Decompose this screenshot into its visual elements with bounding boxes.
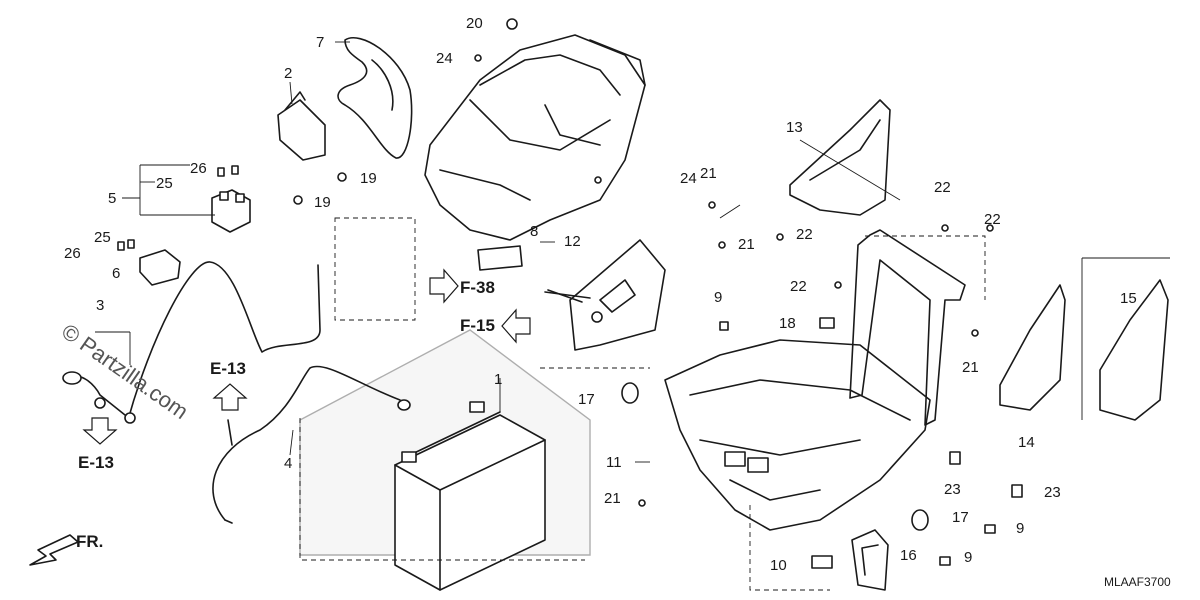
callout-numbers: 1 2 3 4 5 6 7 8 9 9 9 10 11 12 13 14 15 … bbox=[64, 15, 1137, 574]
callout-18: 18 bbox=[779, 315, 796, 332]
side-cover-left[interactable] bbox=[337, 37, 413, 159]
callout-22b: 22 bbox=[984, 211, 1001, 228]
callout-22a: 22 bbox=[934, 179, 951, 196]
front-indicator: FR. bbox=[29, 532, 103, 566]
callout-25a: 25 bbox=[156, 175, 173, 192]
callout-7: 7 bbox=[316, 34, 324, 51]
callout-19b: 19 bbox=[314, 194, 331, 211]
callout-21b: 21 bbox=[738, 236, 755, 253]
inner-panel-far-right[interactable] bbox=[1099, 279, 1169, 421]
callout-25b: 25 bbox=[94, 229, 111, 246]
svg-text:FR.: FR. bbox=[76, 532, 103, 551]
callout-26a: 26 bbox=[190, 160, 207, 177]
callout-15: 15 bbox=[1120, 290, 1137, 307]
starter-relay[interactable] bbox=[211, 189, 251, 233]
svg-text:F-38: F-38 bbox=[460, 278, 495, 297]
callout-1: 1 bbox=[494, 371, 502, 388]
battery[interactable] bbox=[299, 329, 591, 591]
callout-12: 12 bbox=[564, 233, 581, 250]
battery-cable-negative[interactable] bbox=[62, 261, 321, 424]
terminal-bolts bbox=[117, 165, 239, 251]
callout-10: 10 bbox=[770, 557, 787, 574]
battery-band[interactable] bbox=[851, 529, 889, 591]
callout-23b: 23 bbox=[1044, 484, 1061, 501]
battery-cable-positive[interactable] bbox=[212, 365, 411, 524]
svg-text:F-15: F-15 bbox=[460, 316, 495, 335]
callout-21a: 21 bbox=[700, 165, 717, 182]
battery-stay[interactable] bbox=[849, 229, 966, 426]
luggage-box[interactable] bbox=[424, 34, 646, 241]
callout-21d: 21 bbox=[604, 490, 621, 507]
callout-8: 8 bbox=[530, 223, 538, 240]
callout-19a: 19 bbox=[360, 170, 377, 187]
callout-11: 11 bbox=[606, 454, 622, 471]
callout-24a: 24 bbox=[436, 50, 453, 67]
callout-21c: 21 bbox=[962, 359, 979, 376]
luggage-label bbox=[477, 245, 523, 271]
callout-16: 16 bbox=[900, 547, 917, 564]
callout-20: 20 bbox=[466, 15, 483, 32]
svg-text:E-13: E-13 bbox=[210, 359, 246, 378]
battery-cover-plate[interactable] bbox=[547, 239, 666, 351]
callout-2: 2 bbox=[284, 65, 292, 82]
leader-lines bbox=[95, 41, 1170, 463]
ref-f38-arrow[interactable]: F-38 bbox=[429, 268, 495, 304]
callout-17a: 17 bbox=[578, 391, 595, 408]
battery-tray[interactable] bbox=[664, 339, 931, 531]
callout-17b: 17 bbox=[952, 509, 969, 526]
watermark: © Partzilla.com bbox=[57, 319, 193, 425]
callout-6: 6 bbox=[112, 265, 120, 282]
callout-9b: 9 bbox=[1016, 520, 1024, 537]
callout-23a: 23 bbox=[944, 481, 961, 498]
ref-f15-arrow[interactable]: F-15 bbox=[460, 308, 531, 344]
ref-e13-lower[interactable]: E-13 bbox=[78, 417, 118, 472]
callout-14: 14 bbox=[1018, 434, 1035, 451]
dashed-boundaries bbox=[299, 217, 986, 591]
callout-24b: 24 bbox=[680, 170, 697, 187]
callout-4: 4 bbox=[284, 455, 292, 472]
relay-cover[interactable] bbox=[277, 91, 326, 161]
fasteners bbox=[94, 18, 1023, 569]
inner-panel-right[interactable] bbox=[999, 284, 1066, 411]
ref-e13-upper[interactable]: E-13 bbox=[210, 359, 248, 411]
callout-9c: 9 bbox=[964, 549, 972, 566]
callout-3: 3 bbox=[96, 297, 104, 314]
diagram-code: MLAAF3700 bbox=[1104, 575, 1171, 589]
relay-boot[interactable] bbox=[139, 249, 181, 286]
callout-9a: 9 bbox=[714, 289, 722, 306]
callout-5: 5 bbox=[108, 190, 116, 207]
inner-panel-upper[interactable] bbox=[789, 99, 891, 216]
callout-26b: 26 bbox=[64, 245, 81, 262]
callout-22c: 22 bbox=[796, 226, 813, 243]
svg-text:E-13: E-13 bbox=[78, 453, 114, 472]
callout-22d: 22 bbox=[790, 278, 807, 295]
callout-13: 13 bbox=[786, 119, 803, 136]
